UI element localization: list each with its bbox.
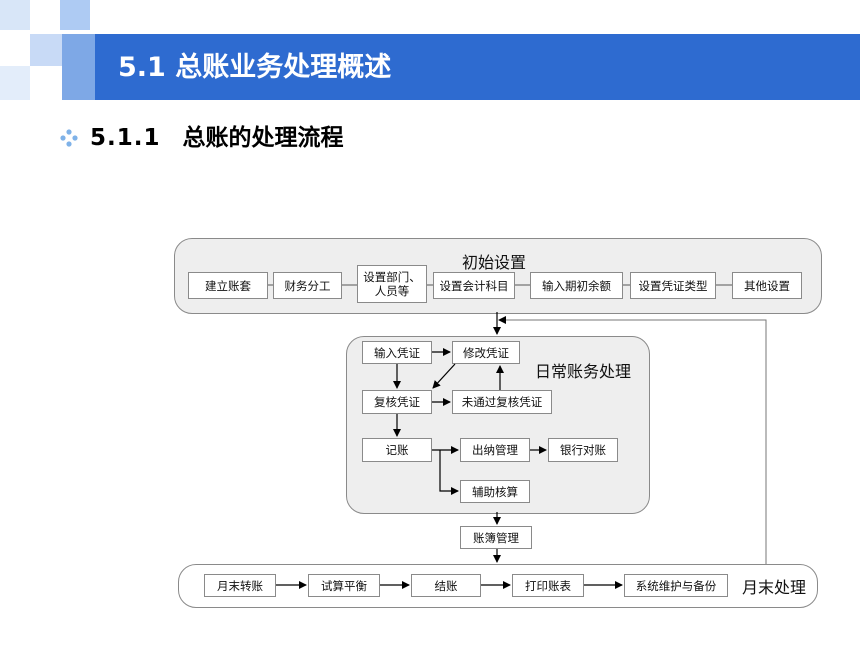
node-failed-review: 未通过复核凭证: [452, 390, 552, 414]
step-opening-balance: 输入期初余额: [530, 272, 623, 299]
decorative-square: [62, 34, 95, 100]
node-cashier: 出纳管理: [460, 438, 530, 462]
node-posting: 记账: [362, 438, 432, 462]
step-voucher-types: 设置凭证类型: [630, 272, 716, 299]
step-close-books: 结账: [411, 574, 481, 597]
node-review-voucher: 复核凭证: [362, 390, 432, 414]
step-month-end-transfer: 月末转账: [204, 574, 276, 597]
section-heading: 5.1.1 总账的处理流程: [60, 120, 344, 156]
daily-processing-label: 日常账务处理: [535, 362, 632, 381]
node-input-voucher: 输入凭证: [362, 341, 432, 364]
month-end-group: [178, 564, 818, 608]
step-other-settings: 其他设置: [732, 272, 802, 299]
section-number: 5.1.1: [90, 125, 161, 151]
step-system-backup: 系统维护与备份: [624, 574, 728, 597]
node-ledger-management: 账簿管理: [460, 526, 532, 549]
node-modify-voucher: 修改凭证: [452, 341, 520, 364]
node-bank-reconcile: 银行对账: [548, 438, 618, 462]
slide-title: 5.1 总账业务处理概述: [118, 52, 392, 83]
decorative-square: [60, 0, 90, 30]
step-trial-balance: 试算平衡: [308, 574, 380, 597]
step-finance-division: 财务分工: [273, 272, 342, 299]
decorative-square: [30, 34, 62, 66]
diamond-dots-icon: [60, 129, 78, 147]
initial-setup-label: 初始设置: [462, 253, 527, 272]
decorative-square: [0, 66, 30, 100]
step-print-reports: 打印账表: [512, 574, 584, 597]
step-create-account-set: 建立账套: [188, 272, 268, 299]
title-bar: [95, 34, 860, 100]
node-auxiliary: 辅助核算: [460, 480, 530, 503]
section-title: 总账的处理流程: [182, 125, 344, 151]
decorative-square: [0, 0, 30, 30]
step-set-departments: 设置部门、 人员等: [357, 265, 427, 303]
month-end-label: 月末处理: [742, 578, 807, 597]
step-set-accounts: 设置会计科目: [433, 272, 515, 299]
